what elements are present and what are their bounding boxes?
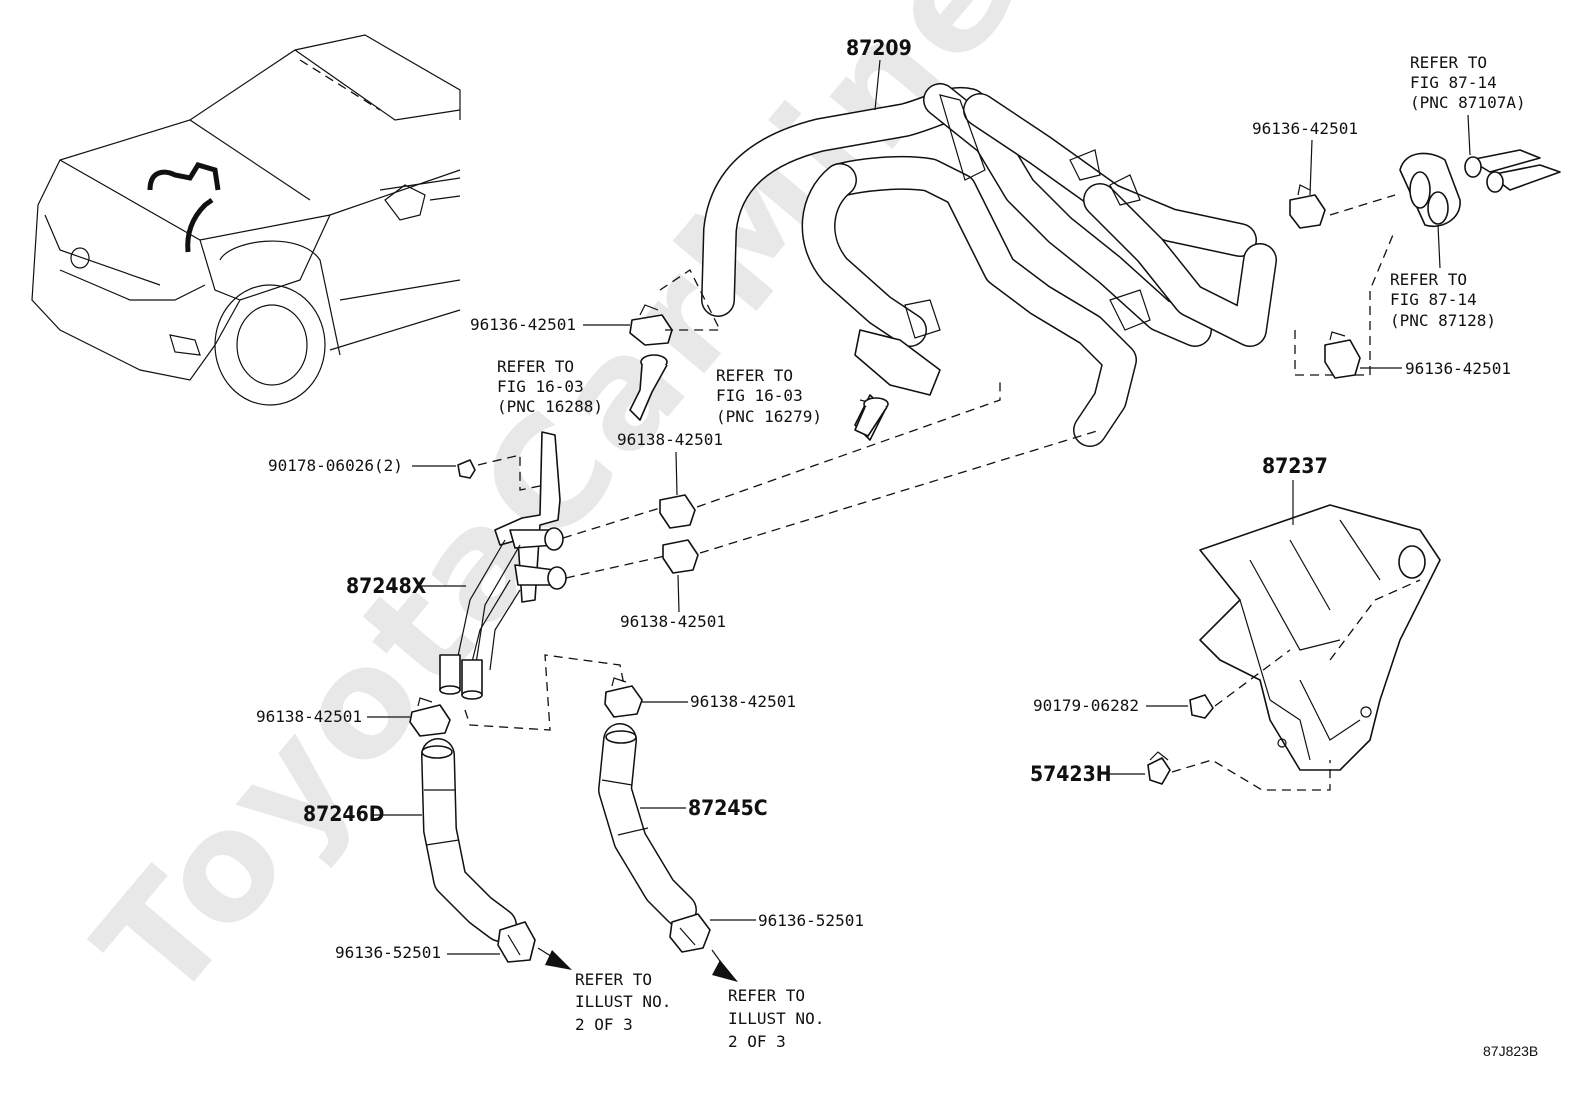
- pipe-16279[interactable]: [854, 397, 889, 437]
- nut-90179[interactable]: [1189, 694, 1214, 719]
- heater-hose-87245c[interactable]: [598, 723, 697, 927]
- ref-illust-right-line2: ILLUST NO.: [728, 1009, 824, 1028]
- ref-16288-line1: REFER TO: [497, 357, 574, 376]
- clip-57423h[interactable]: [1147, 751, 1171, 785]
- label-96138-upper-mid: 96138-42501: [617, 430, 723, 449]
- bolt-90178[interactable]: [457, 459, 476, 479]
- clamp-top-left[interactable]: [629, 304, 673, 346]
- clamp-bottom-left[interactable]: [497, 921, 536, 963]
- label-96136-bottom-left: 96136-52501: [335, 943, 441, 962]
- ref-illust-right-line3: 2 OF 3: [728, 1032, 786, 1051]
- heater-pipe-87248x[interactable]: [439, 431, 567, 700]
- label-87248x: 87248X: [346, 574, 427, 598]
- ref-87128-line2: FIG 87-14: [1390, 290, 1477, 309]
- label-96138-lower-mid: 96138-42501: [620, 612, 726, 631]
- label-87245c: 87245C: [688, 796, 768, 820]
- clamp-right-mid[interactable]: [604, 677, 643, 718]
- ref-87107a-line3: (PNC 87107A): [1410, 93, 1526, 112]
- ref-illust-left-line3: 2 OF 3: [575, 1015, 633, 1034]
- grommet-87128[interactable]: [1399, 152, 1461, 227]
- ref-illust-right-line1: REFER TO: [728, 986, 805, 1005]
- ref-16288-line2: FIG 16-03: [497, 377, 584, 396]
- label-90179: 90179-06282: [1033, 696, 1139, 715]
- ref-87128-line1: REFER TO: [1390, 270, 1467, 289]
- clamp-right-lower[interactable]: [1324, 331, 1361, 379]
- clamp-top-right[interactable]: [1289, 184, 1326, 229]
- ref-16288-line3: (PNC 16288): [497, 397, 603, 416]
- label-96136-top-left: 96136-42501: [470, 315, 576, 334]
- label-96136-right-lower: 96136-42501: [1405, 359, 1511, 378]
- label-87237: 87237: [1262, 454, 1328, 478]
- label-57423h: 57423H: [1030, 762, 1112, 786]
- ref-87107a-line2: FIG 87-14: [1410, 73, 1497, 92]
- ref-16279-line3: (PNC 16279): [716, 407, 822, 426]
- ref-87128-line3: (PNC 87128): [1390, 311, 1496, 330]
- label-96136-top-right: 96136-42501: [1252, 119, 1358, 138]
- label-87209: 87209: [846, 36, 912, 60]
- label-96138-left-lower: 96138-42501: [256, 707, 362, 726]
- pipe-16288[interactable]: [629, 354, 668, 421]
- ref-illust-left-line1: REFER TO: [575, 970, 652, 989]
- heater-hose-87246d[interactable]: [421, 738, 517, 942]
- cover-87237[interactable]: [1199, 504, 1441, 771]
- clamp-upper-mid[interactable]: [659, 494, 696, 529]
- ref-illust-left-line2: ILLUST NO.: [575, 992, 671, 1011]
- label-96136-bottom-right: 96136-52501: [758, 911, 864, 930]
- ref-16279-line1: REFER TO: [716, 366, 793, 385]
- clamp-left-lower[interactable]: [409, 697, 451, 737]
- clamp-bottom-right[interactable]: [669, 913, 711, 953]
- clamp-lower-mid[interactable]: [662, 539, 699, 574]
- ref-87107a-line1: REFER TO: [1410, 53, 1487, 72]
- label-90178: 90178-06026(2): [268, 456, 403, 475]
- vehicle-illustration: [31, 34, 461, 406]
- pipe-87107a[interactable]: [1464, 149, 1561, 193]
- label-96138-right-mid: 96138-42501: [690, 692, 796, 711]
- ref-16279-line2: FIG 16-03: [716, 386, 803, 405]
- label-87246d: 87246D: [303, 802, 384, 826]
- diagram-code: 87J823B: [1483, 1043, 1538, 1059]
